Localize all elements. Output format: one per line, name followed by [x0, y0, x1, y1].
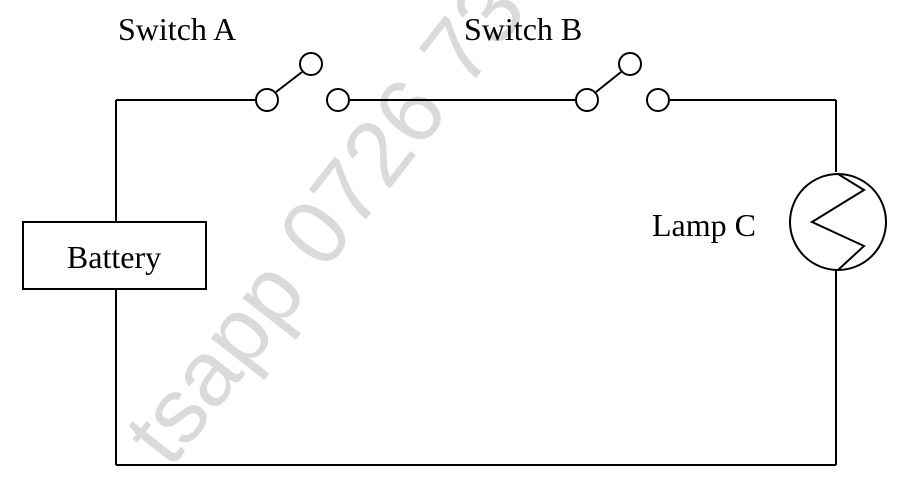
switch-a-lever: [275, 71, 303, 93]
switch-a-label: Switch A: [118, 11, 236, 47]
switch-b: [575, 52, 670, 112]
switch-b-lever: [595, 71, 622, 93]
switch-a-lever-tip: [299, 52, 323, 76]
battery-label: Battery: [67, 239, 161, 275]
switch-b-lever-tip: [618, 52, 642, 76]
switch-b-label: Switch B: [464, 11, 582, 47]
switch-b-left-terminal: [575, 88, 599, 112]
battery-box: [22, 221, 207, 290]
switch-a: [255, 52, 350, 112]
switch-a-right-terminal: [326, 88, 350, 112]
lamp-c-label: Lamp C: [652, 207, 756, 243]
switch-b-right-terminal: [646, 88, 670, 112]
lamp-c-filament: [809, 173, 866, 271]
lamp-c: [789, 173, 887, 271]
switch-a-left-terminal: [255, 88, 279, 112]
lamp-c-bulb: [789, 173, 887, 271]
